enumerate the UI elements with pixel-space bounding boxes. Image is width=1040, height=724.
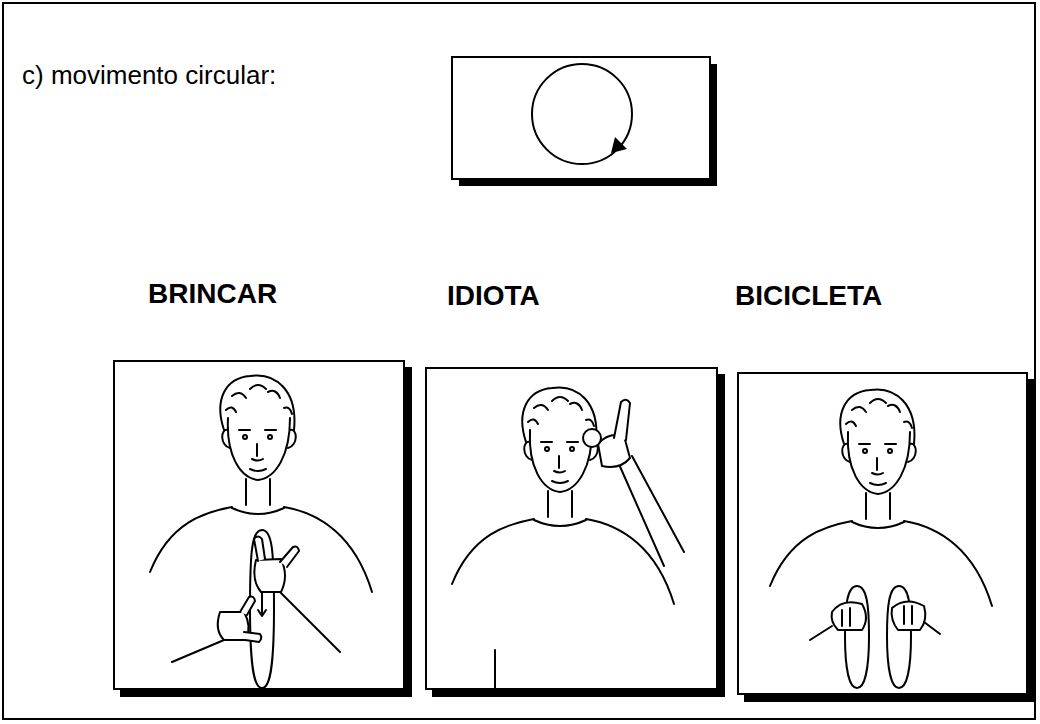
arm bbox=[618, 456, 684, 566]
hand bbox=[254, 559, 285, 592]
body-line bbox=[494, 650, 496, 688]
arm bbox=[172, 592, 340, 662]
knuckles bbox=[904, 606, 912, 624]
sign-panel: IDIOTA bbox=[425, 282, 718, 690]
signer-figure bbox=[770, 389, 992, 688]
finger bbox=[254, 537, 265, 562]
sign-word: IDIOTA bbox=[447, 282, 540, 310]
picture-box bbox=[737, 372, 1028, 695]
signer-figure bbox=[150, 375, 372, 688]
fist bbox=[832, 602, 866, 630]
signer-bust bbox=[770, 389, 992, 606]
signer-bust bbox=[452, 387, 674, 604]
sign-word: BRINCAR bbox=[148, 280, 277, 308]
circle-movement bbox=[532, 64, 632, 164]
arrow-head bbox=[611, 137, 627, 153]
picture-box bbox=[113, 360, 405, 690]
finger bbox=[244, 632, 261, 642]
signer-bust bbox=[150, 375, 372, 592]
symbol-box bbox=[452, 57, 710, 179]
knuckles bbox=[842, 608, 850, 626]
thumb bbox=[280, 547, 299, 568]
thumb bbox=[240, 597, 255, 616]
sign-panel: BICICLETA bbox=[735, 282, 1028, 695]
hand-circle bbox=[583, 429, 601, 447]
section-label: c) movimento circular: bbox=[22, 62, 276, 88]
fist bbox=[892, 601, 926, 630]
sign-word: BICICLETA bbox=[735, 282, 882, 310]
picture-box bbox=[425, 367, 718, 690]
arm bbox=[810, 622, 940, 640]
movement-symbol bbox=[452, 57, 717, 186]
movement-path bbox=[250, 530, 274, 688]
finger bbox=[614, 400, 630, 440]
sign-panel: BRINCAR bbox=[113, 280, 405, 690]
signer-figure bbox=[452, 387, 684, 688]
hand bbox=[218, 612, 249, 640]
